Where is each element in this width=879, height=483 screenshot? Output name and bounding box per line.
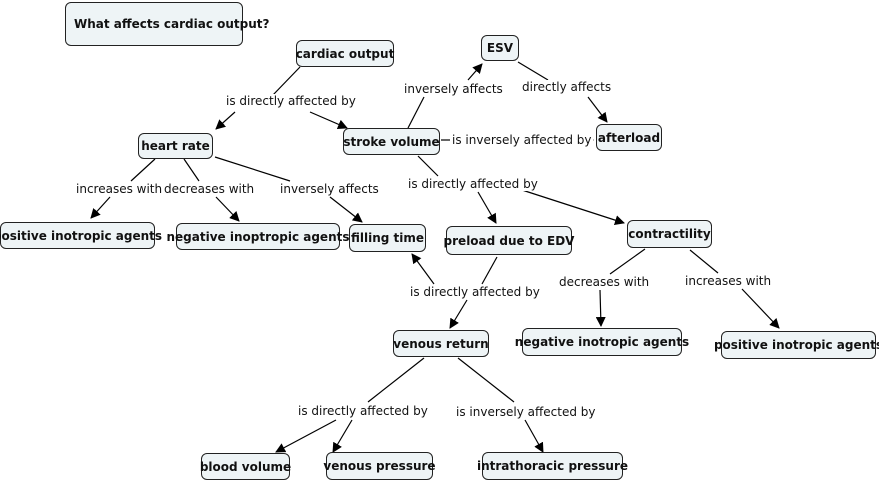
node-contractility[interactable]: contractility — [627, 220, 712, 248]
node-negative-inoptropic-agents[interactable]: negative inoptropic agents — [167, 223, 350, 250]
connector-line — [595, 289, 606, 327]
link-label-hr-inversely-affects: inversely affects — [278, 182, 381, 196]
link-label-preload-directly-affected-by: is directly affected by — [408, 285, 542, 299]
connector-line — [130, 158, 156, 182]
connector-line — [449, 299, 468, 329]
connector-line — [457, 357, 515, 403]
connector-line — [587, 96, 608, 123]
connector-line — [411, 253, 435, 285]
node-venous-pressure[interactable]: venous pressure — [323, 452, 436, 480]
link-label-hr-increases-with: increases with — [74, 182, 165, 196]
connector-line — [215, 111, 236, 130]
link-label-sv-directly-affected-by: is directly affected by — [406, 177, 540, 191]
connector-line — [329, 196, 363, 223]
connector-line — [332, 419, 353, 453]
node-afterload[interactable]: afterload — [596, 124, 662, 151]
connector-line — [524, 419, 544, 453]
connector-line — [90, 196, 111, 219]
connector-line — [481, 256, 498, 285]
node-negative-inotropic-agents-right[interactable]: negative inotropic agents — [515, 328, 689, 356]
link-label-sv-inversely-affected-by: is inversely affected by — [450, 133, 594, 147]
connector-line — [467, 63, 483, 81]
node-positive-inotropic-agents-left[interactable]: positive inotropic agents — [0, 222, 162, 249]
map-title: What affects cardiac output? — [65, 2, 270, 46]
connector-line — [275, 419, 337, 453]
node-filling-time[interactable]: filling time — [349, 224, 426, 252]
connector-line — [741, 288, 780, 329]
link-label-contractility-increases-with: increases with — [683, 274, 774, 288]
link-label-vr-directly-affected-by: is directly affected by — [296, 404, 430, 418]
node-venous-return[interactable]: venous return — [393, 330, 489, 357]
link-label-vr-inversely-affected-by: is inversely affected by — [454, 405, 598, 419]
connector-line — [517, 61, 549, 81]
connector-line — [689, 249, 719, 274]
connector-line — [609, 248, 646, 275]
connector-line — [367, 357, 425, 403]
connector-line — [477, 191, 497, 224]
node-preload-due-to-edv[interactable]: preload due to EDV — [444, 226, 574, 255]
connector-line — [183, 158, 200, 182]
connector-line — [521, 189, 625, 225]
node-positive-inotropic-agents-right[interactable]: positive inotropic agents — [714, 331, 879, 359]
node-stroke-volume[interactable]: stroke volume — [343, 128, 440, 155]
link-label-sv-inversely-affects: inversely affects — [402, 82, 505, 96]
connector-line — [271, 66, 301, 97]
node-heart-rate[interactable]: heart rate — [138, 133, 213, 159]
link-label-esv-directly-affects: directly affects — [520, 80, 614, 94]
node-blood-volume[interactable]: blood volume — [200, 453, 291, 480]
connector-line — [417, 155, 439, 177]
link-label-co-directly-affected-by: is directly affected by — [224, 94, 358, 108]
node-cardiac-output[interactable]: cardiac output — [296, 40, 394, 67]
link-label-contractility-decreases-with: decreases with — [557, 275, 652, 289]
connector-line — [407, 96, 425, 129]
connector-line — [215, 196, 240, 222]
connector-line — [214, 156, 291, 182]
node-esv[interactable]: ESV — [481, 35, 519, 61]
link-label-hr-decreases-with: decreases with — [162, 182, 257, 196]
connector-line — [309, 111, 348, 130]
node-intrathoracic-pressure[interactable]: intrathoracic pressure — [477, 452, 628, 480]
